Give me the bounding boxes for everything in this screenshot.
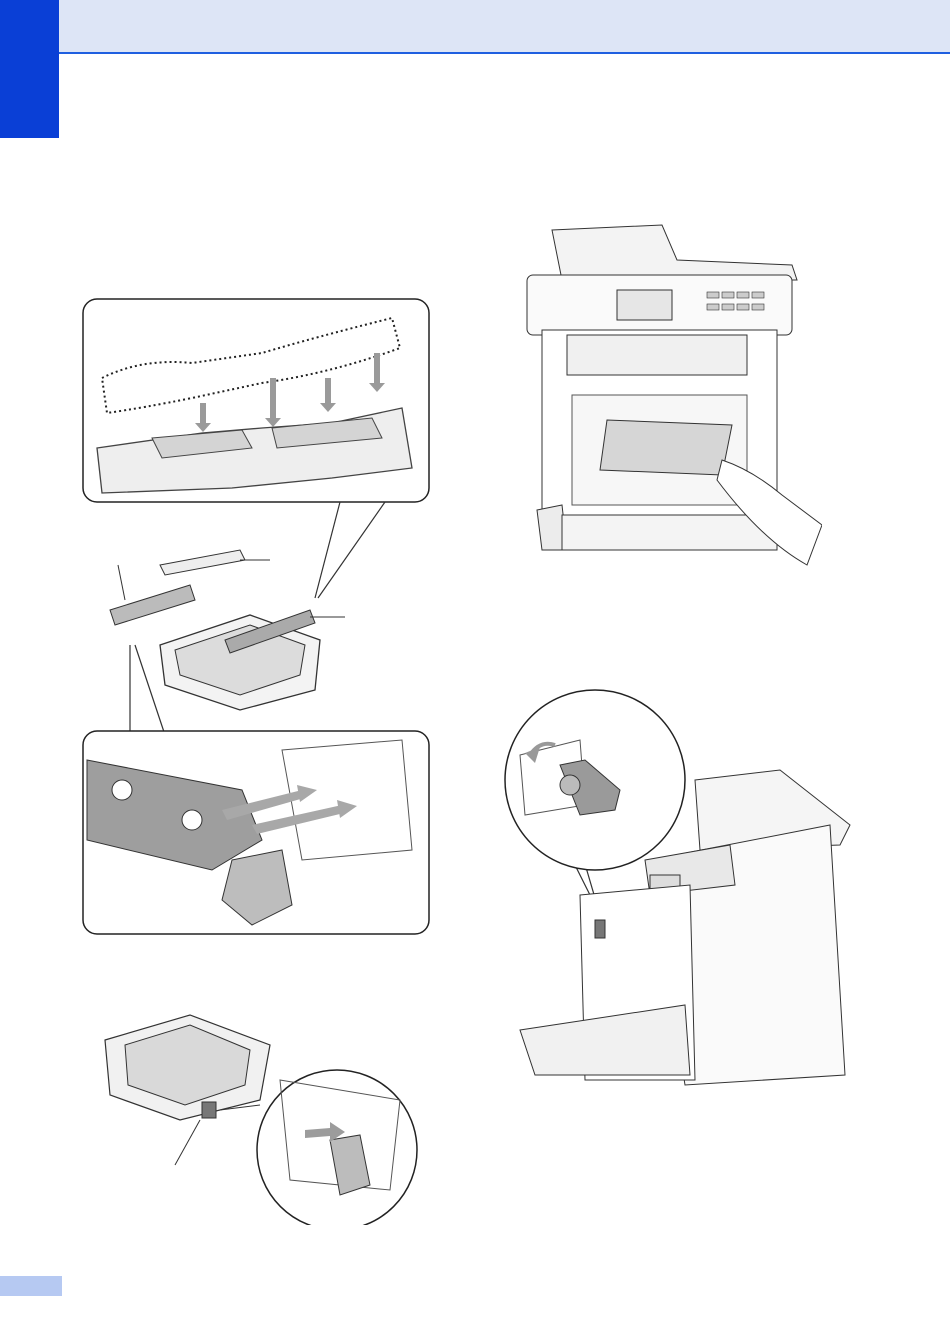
printer-paper-insert-icon bbox=[522, 220, 822, 575]
page-number-band bbox=[0, 1276, 62, 1296]
drum-side-clip-icon bbox=[82, 730, 430, 935]
printer-lock-lever-icon bbox=[500, 685, 855, 1105]
drum-unit-cap-icon bbox=[100, 1010, 420, 1225]
drum-cover-fitting-icon bbox=[82, 298, 430, 503]
header-band bbox=[0, 0, 950, 54]
chapter-side-tab bbox=[0, 0, 59, 138]
drum-unit-parts-icon bbox=[100, 545, 350, 715]
